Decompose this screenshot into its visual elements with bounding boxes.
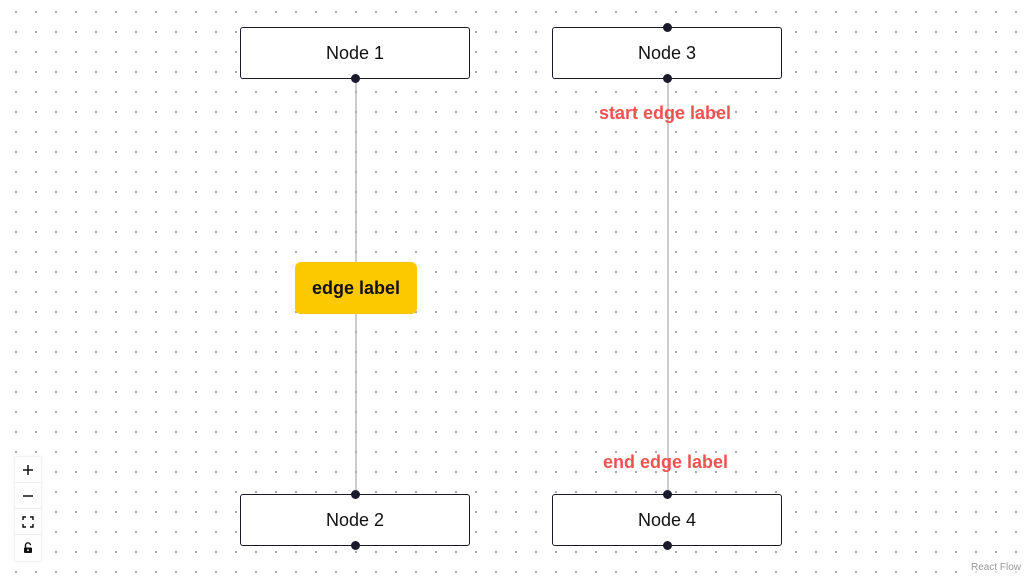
source-handle[interactable] — [662, 74, 672, 83]
node-label: Node 1 — [325, 42, 385, 63]
flow-controls — [15, 457, 41, 561]
end-edge-label: end edge label — [603, 452, 729, 472]
zoom-out-icon — [23, 494, 33, 497]
node-1[interactable]: Node 1 — [240, 27, 470, 83]
edge-label-text: edge label — [311, 277, 401, 298]
source-handle[interactable] — [350, 541, 360, 550]
node-label: Node 4 — [637, 509, 697, 530]
fit-view-icon — [22, 515, 34, 528]
zoom-in-button[interactable] — [15, 457, 41, 483]
source-handle[interactable] — [662, 541, 672, 550]
zoom-in-icon — [23, 464, 33, 475]
start-edge-label: start edge label — [599, 103, 732, 123]
node-label: Node 2 — [325, 509, 385, 530]
edge-label[interactable]: edge label — [295, 262, 417, 314]
lock-button[interactable] — [15, 535, 41, 561]
node-label: Node 3 — [637, 42, 697, 63]
lock-icon — [24, 542, 32, 553]
target-handle[interactable] — [662, 23, 672, 32]
node-2[interactable]: Node 2 — [240, 490, 470, 550]
node-3[interactable]: Node 3 — [552, 23, 782, 83]
target-handle[interactable] — [350, 490, 360, 499]
source-handle[interactable] — [350, 74, 360, 83]
attribution-link[interactable]: React Flow — [970, 561, 1021, 574]
node-4[interactable]: Node 4 — [552, 490, 782, 550]
fit-view-button[interactable] — [15, 509, 41, 535]
zoom-out-button[interactable] — [15, 483, 41, 509]
target-handle[interactable] — [662, 490, 672, 499]
